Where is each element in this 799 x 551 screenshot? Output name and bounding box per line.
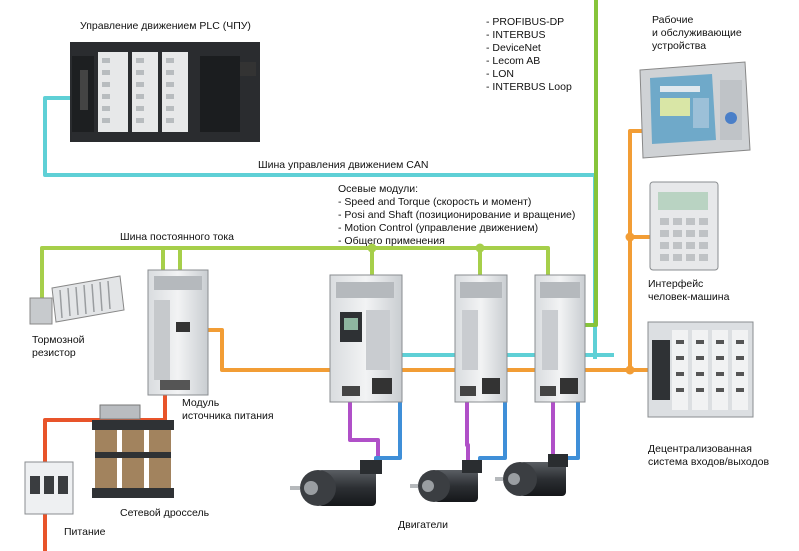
dc-bus-label: Шина постоянного тока [120,231,234,243]
axis-module-1 [329,274,403,403]
power-module-label-line: источника питания [182,410,274,422]
dc-bus-wire [40,246,550,302]
fieldbus-item: - INTERBUS [486,29,546,41]
brake-resistor-label: Тормозной резистор [32,334,87,359]
system-bus-riser [628,129,642,372]
circuit-breaker-device [24,461,74,515]
axis-modules-line: - Motion Control (управление движением) [338,222,538,234]
dio-label-line: Децентрализованная [648,443,752,455]
motor2-power-wire [465,398,470,464]
motor-3 [495,454,568,496]
fieldbus-item: - PROFIBUS-DP [486,16,564,28]
motors-label: Двигатели [398,519,448,531]
plc-controller [70,42,260,142]
axis-modules-line: - Speed and Torque (скорость и момент) [338,196,531,208]
axis-modules-line: - Posi and Shaft (позиционирование и вра… [338,209,575,221]
axis-modules-line: - Общего применения [338,235,445,247]
fieldbus-item: - Lecom AB [486,55,540,67]
power-supply-module [147,269,209,396]
brake-resistor-label-line: Тормозной [32,334,85,346]
system-bus-node-a [625,232,635,242]
dio-label-line: система входов/выходов [648,456,769,468]
motor-1 [290,460,382,506]
supply-label: Питание [64,526,106,538]
operator-panel-label-line: устройства [652,40,706,52]
line-choke-label: Сетевой дроссель [120,507,210,519]
brake-resistor-device [29,275,125,325]
power-module-label: Модуль источника питания [182,397,274,422]
power-module-label-line: Модуль [182,397,220,409]
operator-panel-label-line: и обслуживающие [652,27,742,39]
system-bus-node-b [625,365,635,375]
fieldbus-item: - LON [486,68,514,80]
can-bus-label: Шина управления движением CAN [258,159,428,171]
hmi-label: Интерфейс человек-машина [648,278,730,303]
motor1-power-wire [348,398,380,462]
dc-bus-node-2 [475,243,485,253]
brake-resistor-label-line: резистор [32,347,76,359]
dc-bus-node-1 [367,243,377,253]
hmi-label-line: человек-машина [648,291,730,303]
operator-panel-label: Рабочие и обслуживающие устройства [652,14,745,52]
dio-label: Децентрализованная система входов/выходо… [648,443,769,468]
axis-module-2 [454,274,508,403]
operator-panel-label-line: Рабочие [652,14,693,26]
operator-panel-device [639,61,751,159]
hmi-label-line: Интерфейс [648,278,703,290]
motor-2 [410,460,482,502]
dio-device [647,321,754,418]
line-choke-device [92,404,174,498]
axis-modules-line: Осевые модули: [338,183,418,195]
fieldbus-item: - DeviceNet [486,42,541,54]
fieldbus-list: - PROFIBUS-DP - INTERBUS - DeviceNet - L… [486,16,572,93]
plc-label: Управление движением PLC (ЧПУ) [80,20,251,32]
fieldbus-item: - INTERBUS Loop [486,81,572,93]
axis-module-3 [534,274,586,403]
axis-modules-label: Осевые модули: - Speed and Torque (скоро… [338,183,578,247]
arrow-keypad-icon [725,112,737,124]
hmi-device [649,181,719,271]
